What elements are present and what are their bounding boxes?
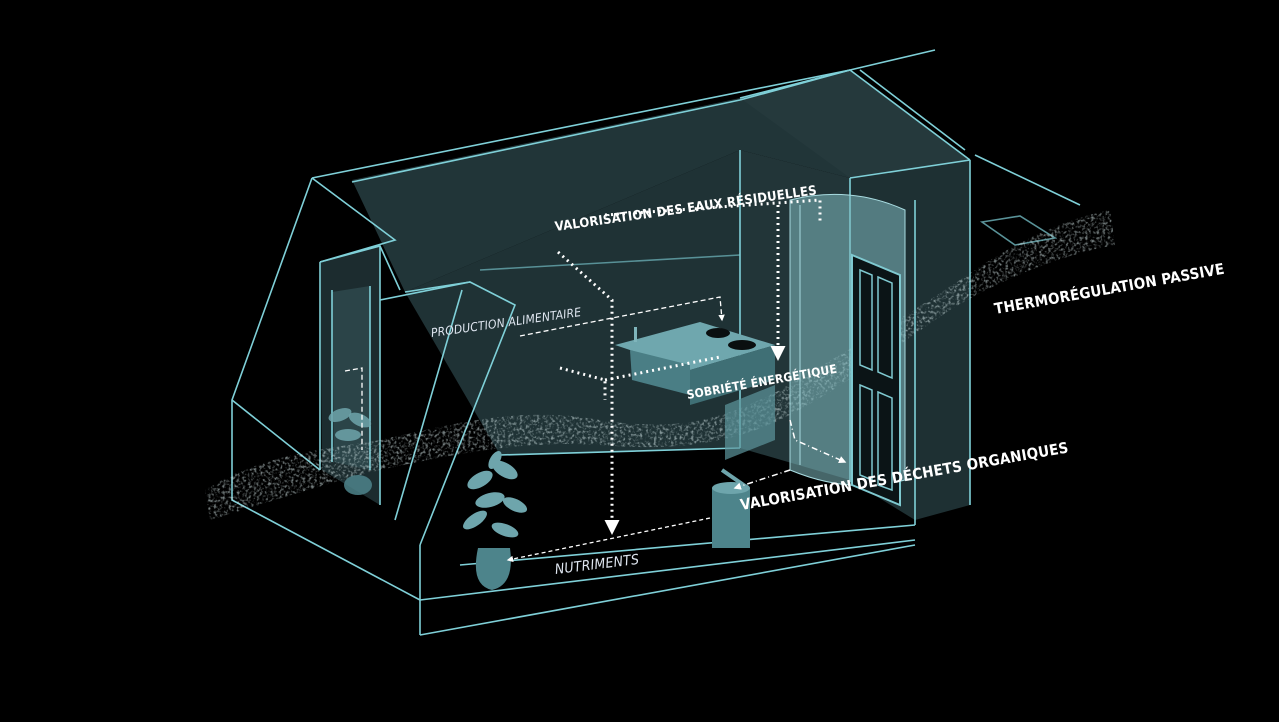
- plant-left: [328, 408, 372, 495]
- kitchen-sink-unit: [615, 322, 775, 460]
- door: [851, 253, 901, 507]
- structure-edges: [231, 49, 1081, 636]
- flow-production-alimentaire: [344, 296, 725, 450]
- flow-lines: [344, 198, 847, 563]
- flow-eaux-residuelles: [557, 198, 822, 535]
- plant-front: [463, 450, 528, 590]
- airflow-mist: [205, 210, 1115, 520]
- flow-dechets-organiques: [733, 419, 847, 490]
- flow-nutriments: [506, 517, 711, 563]
